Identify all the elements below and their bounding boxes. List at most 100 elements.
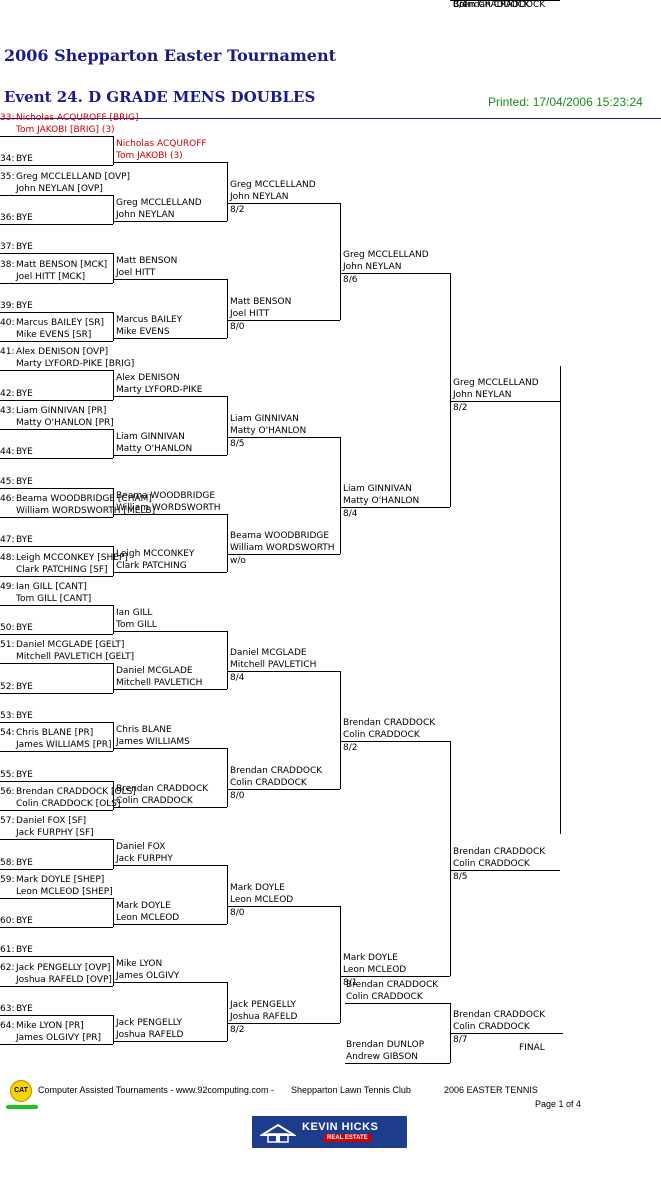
match-score: 8/1 xyxy=(343,978,358,988)
bracket-line xyxy=(0,517,113,518)
player-name: Mike EVENS [SR] xyxy=(16,330,92,340)
team-player-name: Daniel MCGLADE xyxy=(116,666,193,676)
bracket-connector xyxy=(113,488,114,517)
draw-position-number: 58: xyxy=(0,858,15,868)
team-player-name: Greg MCCLELLAND xyxy=(343,250,429,260)
draw-position-number: 51: xyxy=(0,640,15,650)
draw-position-number: 35: xyxy=(0,172,15,182)
bracket-line xyxy=(0,488,113,489)
house-icon xyxy=(260,1123,296,1143)
player-name: Clark PATCHING [SF] xyxy=(16,565,108,575)
player-name: Tom JAKOBI [BRIG] (3) xyxy=(16,125,115,135)
team-player-name: Jack PENGELLY xyxy=(116,1018,183,1028)
finalist-name: Andrew GIBSON xyxy=(346,1052,419,1062)
player-name: Liam GINNIVAN [PR] xyxy=(16,406,107,416)
team-player-name: Leon MCLEOD xyxy=(230,895,294,905)
team-player-name: William WORDSWORTH xyxy=(116,503,221,513)
team-player-name: Liam GINNIVAN xyxy=(230,414,299,424)
bracket-line xyxy=(0,751,113,752)
bracket-line xyxy=(0,400,113,401)
team-player-name: John NEYLAN xyxy=(230,192,289,202)
player-name: Daniel MCGLADE [GELT] xyxy=(16,640,125,650)
team-player-name: Leon MCLEOD xyxy=(116,913,180,923)
player-name: Jack PENGELLY [OVP] xyxy=(16,963,111,973)
bracket-connector xyxy=(227,865,228,924)
bracket-line xyxy=(345,1063,450,1064)
bracket-line xyxy=(227,437,340,438)
player-name: William WORDSWORTH [MELB] xyxy=(16,506,156,516)
bracket-line xyxy=(0,781,113,782)
bracket-connector xyxy=(113,898,114,927)
player-name: BYE xyxy=(16,858,33,868)
draw-position-number: 44: xyxy=(0,447,15,457)
match-score: 8/4 xyxy=(343,509,358,519)
bracket-line xyxy=(113,689,227,690)
bracket-line xyxy=(113,631,227,632)
champion-name: Colin CRADDOCK xyxy=(453,1022,530,1032)
finalist-name: Brendan CRADDOCK xyxy=(346,980,439,990)
bracket-line xyxy=(0,546,113,547)
team-player-name: Brendan CRADDOCK xyxy=(116,784,209,794)
bracket-line xyxy=(450,1033,563,1034)
player-name: Nicholas ACQUROFF [BRIG] xyxy=(16,113,139,123)
player-name: BYE xyxy=(16,242,33,252)
player-name: John NEYLAN [OVP] xyxy=(16,184,103,194)
draw-position-number: 63: xyxy=(0,1004,15,1014)
team-player-name: Colin CRADDOCK xyxy=(453,859,530,869)
player-name: BYE xyxy=(16,1004,33,1014)
player-name: James WILLIAMS [PR] xyxy=(16,740,112,750)
bracket-line xyxy=(0,136,113,137)
bracket-line xyxy=(0,224,113,225)
bracket-connector xyxy=(450,273,451,507)
bracket-line xyxy=(0,283,113,284)
bracket-line xyxy=(0,1015,113,1016)
team-player-name: Beama WOODBRIDGE xyxy=(230,531,330,541)
bracket-line xyxy=(450,870,560,871)
match-score: 8/0 xyxy=(230,791,245,801)
player-name: BYE xyxy=(16,477,33,487)
player-name: Tom GILL [CANT] xyxy=(16,594,92,604)
team-player-name: Matt BENSON xyxy=(116,256,178,266)
team-player-name: Mitchell PAVLETICH xyxy=(116,678,203,688)
bracket-connector xyxy=(340,906,341,1023)
player-name: Joel HITT [MCK] xyxy=(16,272,86,282)
bracket-connector xyxy=(113,1015,114,1044)
bracket-connector xyxy=(450,741,451,976)
player-name: BYE xyxy=(16,945,33,955)
bracket-line xyxy=(227,906,340,907)
team-player-name: Matty O'HANLON xyxy=(230,426,307,436)
player-name: Daniel FOX [SF] xyxy=(16,816,87,826)
bracket-line xyxy=(113,396,227,397)
team-player-name: Liam GINNIVAN xyxy=(116,432,185,442)
player-name: Brendan CRADDOCK [OLS] xyxy=(16,787,136,797)
bracket-connector xyxy=(340,671,341,789)
bracket-connector xyxy=(227,162,228,221)
bracket-line xyxy=(113,279,227,280)
team-player-name: Nicholas ACQUROFF xyxy=(116,139,207,149)
bracket-line xyxy=(227,320,340,321)
bracket-line xyxy=(0,722,113,723)
player-name: Leigh MCCONKEY [SHEP] xyxy=(16,553,128,563)
bracket-line xyxy=(227,203,340,204)
team-player-name: Tom GILL xyxy=(116,620,157,630)
tournament-title: 2006 Shepparton Easter Tournament xyxy=(4,46,336,65)
bracket-line xyxy=(450,0,560,1)
match-score: 8/2 xyxy=(230,1025,245,1035)
bracket-connector xyxy=(227,982,228,1041)
sponsor-name: KEVIN HICKS xyxy=(302,1121,379,1133)
bracket-line xyxy=(113,221,227,222)
draw-position-number: 61: xyxy=(0,945,15,955)
player-name: Marcus BAILEY [SR] xyxy=(16,318,105,328)
bracket-connector xyxy=(113,429,114,458)
bracket-connector xyxy=(113,605,114,634)
player-name: BYE xyxy=(16,682,33,692)
draw-position-number: 41: xyxy=(0,347,15,357)
bracket-line xyxy=(0,839,113,840)
bracket-connector xyxy=(113,136,114,165)
page-number: Page 1 of 4 xyxy=(535,1099,582,1109)
team-player-name: Colin CRADDOCK xyxy=(116,796,193,806)
bracket-line xyxy=(113,1041,227,1042)
player-name: Alex DENISON [OVP] xyxy=(16,347,109,357)
bracket-line xyxy=(0,312,113,313)
team-player-name: James WILLIAMS xyxy=(116,737,190,747)
